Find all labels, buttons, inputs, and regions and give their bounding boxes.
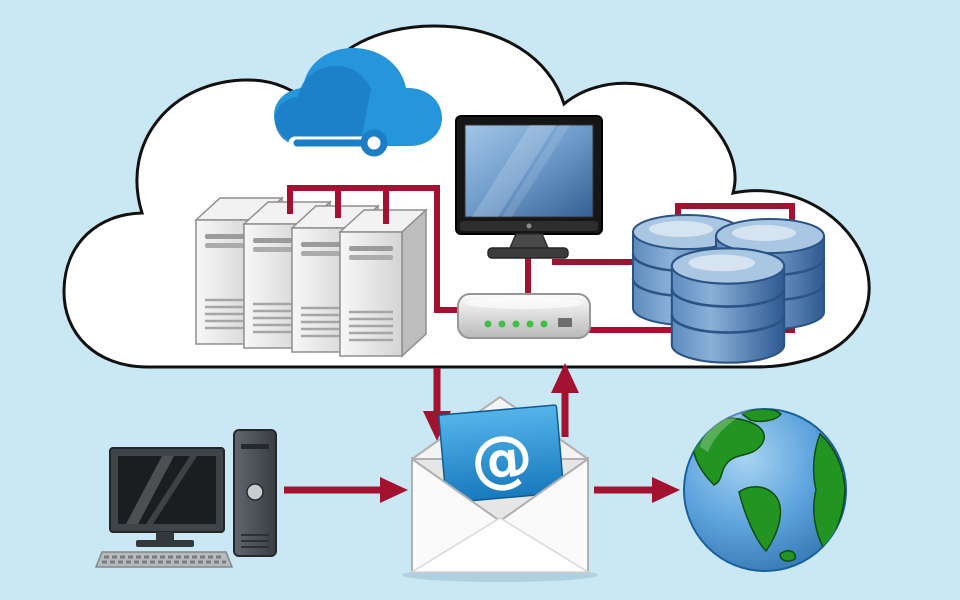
land-north-america [692, 417, 765, 486]
pc-screen-glare [126, 456, 174, 524]
cloud-logo-shade [275, 66, 371, 146]
monitor-stand-neck [508, 233, 550, 249]
arrow-email-to-cloud-head [551, 363, 579, 393]
arrow-email-to-globe-head [652, 477, 680, 503]
database-cylinder-3 [670, 247, 786, 365]
pc-tower-drive-slot [241, 444, 269, 449]
router-leds [484, 320, 548, 328]
at-symbol: @ [468, 419, 536, 497]
router-port [558, 318, 572, 327]
globe-highlight [700, 410, 752, 452]
pc-stand-base [136, 540, 194, 547]
internet-globe-icon [683, 408, 847, 572]
pc-tower-button [246, 483, 264, 501]
pc-keyboard [94, 551, 234, 568]
server-tower-4 [338, 208, 428, 358]
monitor-screen-glare-2 [502, 125, 570, 217]
land-island [779, 550, 797, 562]
pc-monitor-screen [118, 456, 216, 524]
server-rack [194, 196, 428, 358]
email-letter-paper [438, 404, 565, 504]
monitor-stand-base [487, 247, 569, 259]
monitor-screen-glare [472, 125, 556, 217]
cloud-platform-icon [274, 48, 442, 157]
connector-servers-to-router [287, 185, 458, 313]
router-top-sheen [466, 297, 582, 309]
pc-tower-vents [241, 534, 269, 548]
pc-screen-glare-2 [146, 456, 197, 524]
monitor-icon [455, 115, 603, 259]
pc-stand-neck [156, 532, 174, 540]
land-south-america [738, 486, 782, 553]
email-envelope-icon: @ [402, 396, 598, 582]
arrow-desktop-to-email-head [380, 477, 408, 503]
router-icon [457, 293, 591, 339]
globe-continents [692, 409, 846, 562]
email-letter: @ [438, 404, 565, 504]
envelope-front-pocket [411, 458, 589, 573]
desktop-computer-icon [94, 429, 277, 568]
envelope-bottom-crease [409, 517, 591, 573]
cloud-logo-connector-node [360, 129, 388, 157]
pc-keyboard-keys [102, 555, 226, 564]
monitor-power-led [526, 223, 532, 229]
monitor-screen [464, 124, 594, 218]
